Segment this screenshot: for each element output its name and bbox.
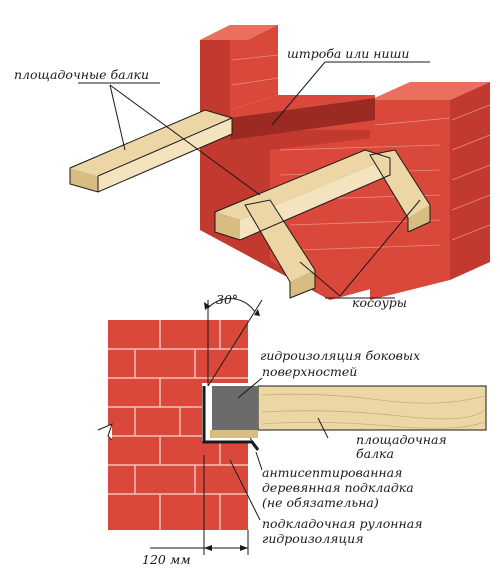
label-side-waterproofing-2: поверхностей: [262, 364, 357, 379]
label-landing-beam-1: площадочная: [356, 432, 447, 447]
label-roll-waterproofing-1: подкладочная рулонная: [262, 516, 422, 531]
label-angle: 30°: [216, 292, 238, 307]
dimension-120mm: [150, 455, 249, 555]
label-pad-2: деревянная подкладка: [262, 480, 414, 495]
top-leader-lines: [78, 61, 430, 299]
stringers-frame: [214, 149, 431, 299]
waterproofing-layers: [202, 386, 260, 451]
brick-wall-3d: [200, 25, 491, 300]
bottom-leader-lines: [229, 377, 329, 521]
landing-beam-left: [69, 109, 233, 193]
landing-beam-section: [257, 385, 487, 431]
label-grooves: штроба или ниши: [287, 46, 410, 61]
label-landing-beam-2: балка: [356, 446, 394, 461]
label-roll-waterproofing-2: гидроизоляция: [262, 531, 364, 546]
label-side-waterproofing-1: гидроизоляция боковых: [260, 348, 420, 363]
angle-annotation: [204, 298, 263, 387]
label-pad-1: антисептированная: [262, 465, 402, 480]
label-landing-beams: площадочные балки: [14, 67, 149, 82]
label-pad-3: (не обязательна): [262, 495, 379, 510]
label-stringers: косоуры: [352, 295, 407, 310]
label-dimension: 120 мм: [142, 552, 191, 567]
